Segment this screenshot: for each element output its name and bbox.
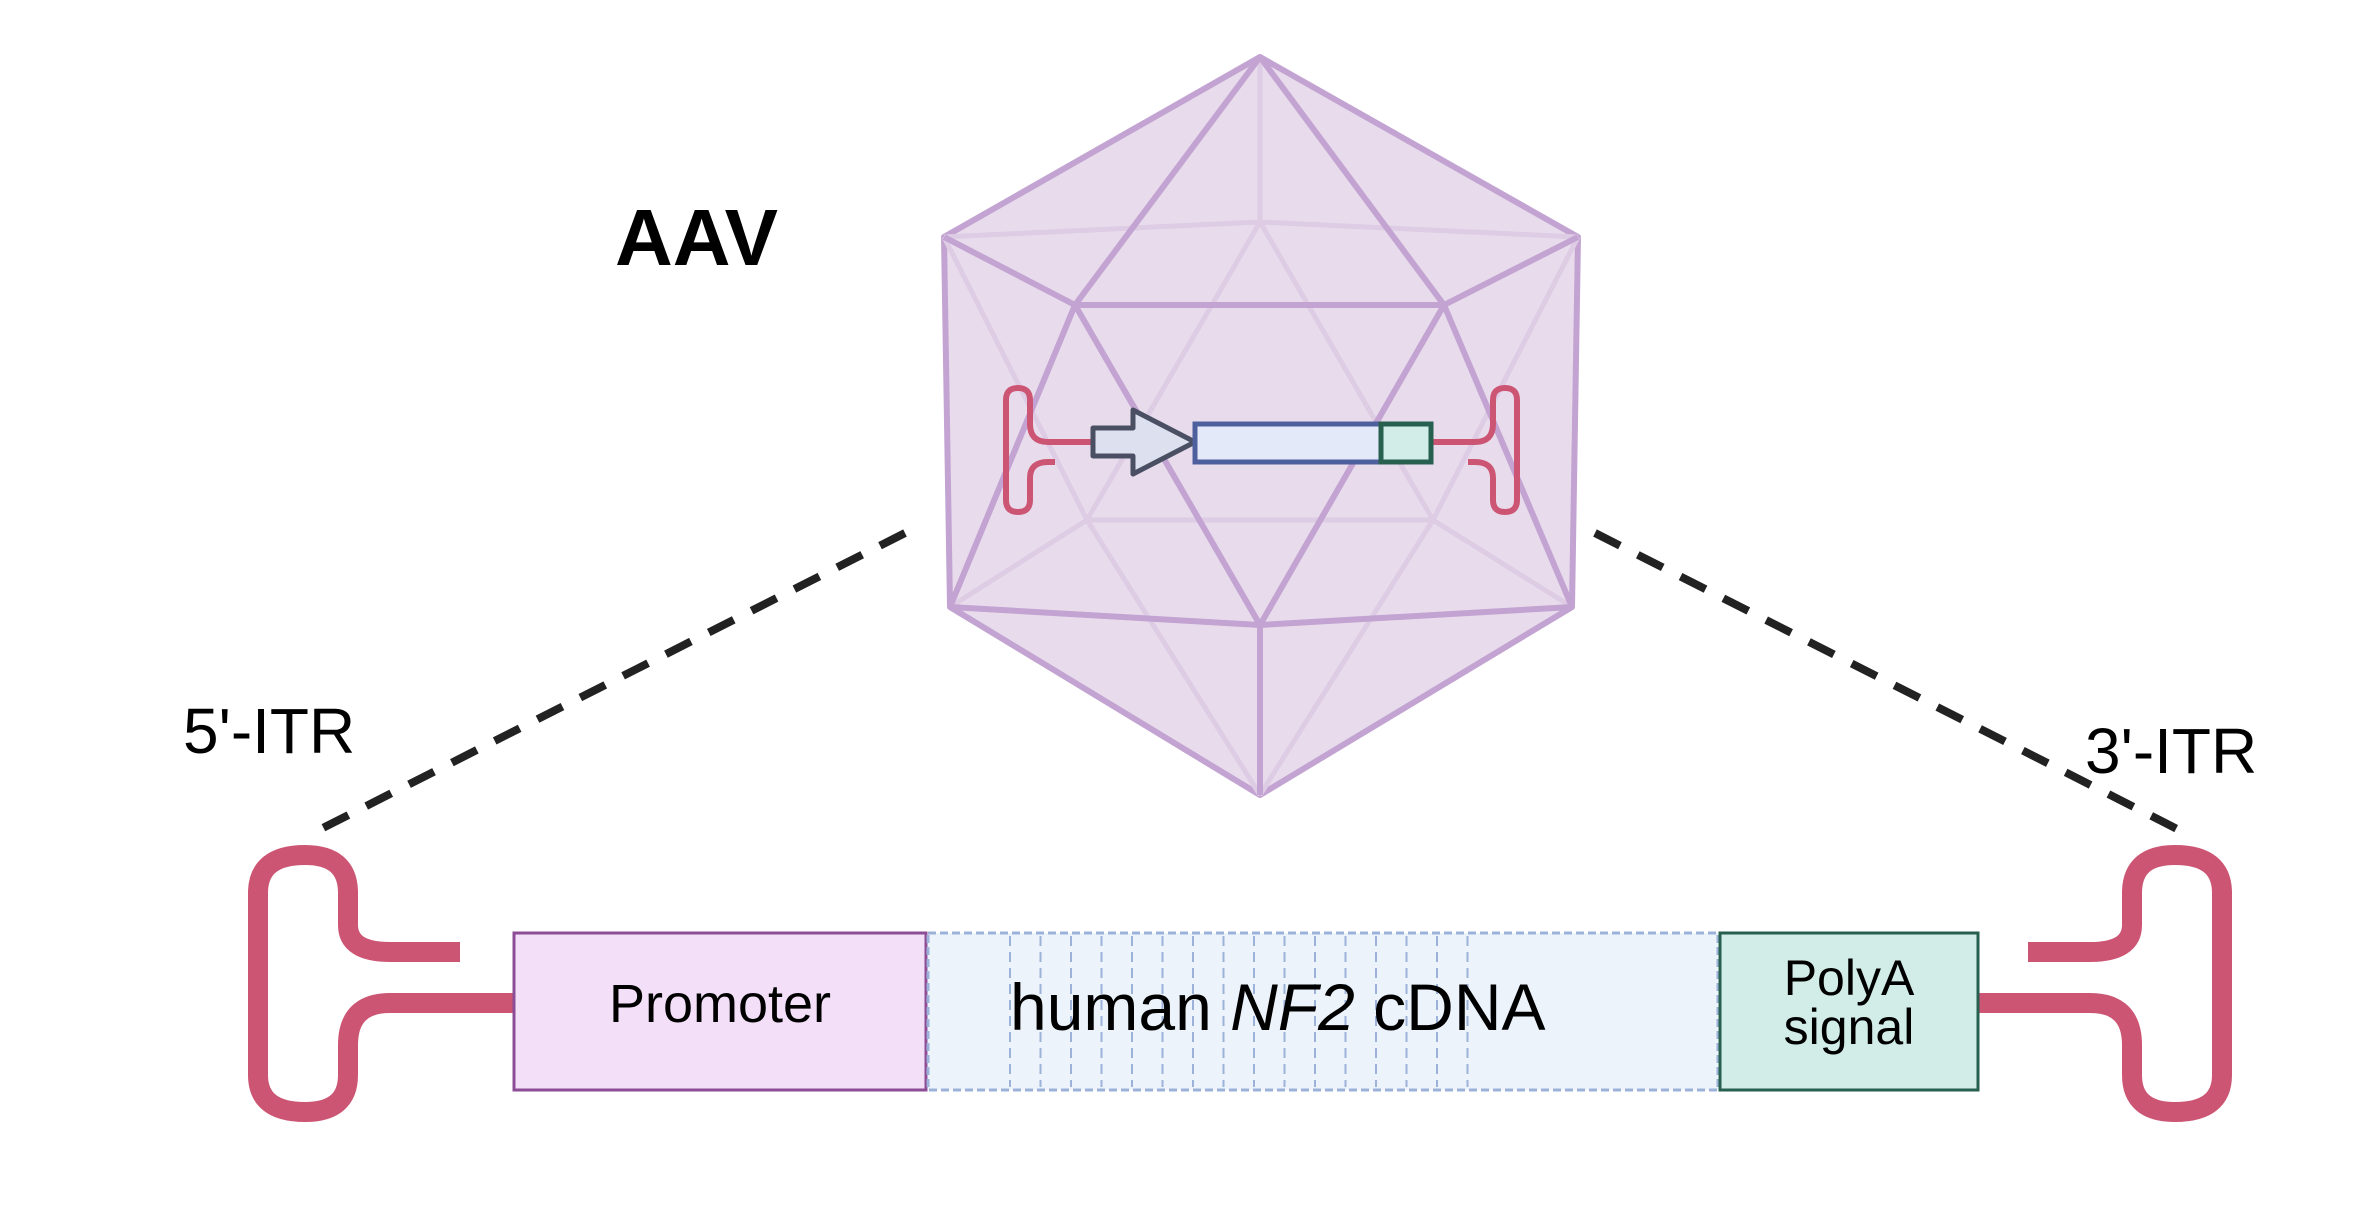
polya-label-line2: signal xyxy=(1784,999,1915,1055)
polya-block: PolyA signal xyxy=(1718,931,1980,1092)
promoter-label: Promoter xyxy=(609,974,831,1034)
mini-genome xyxy=(1003,384,1520,516)
mini-itr-left-icon xyxy=(1003,384,1095,516)
mini-polya-block xyxy=(1378,421,1434,465)
dashed-callout-right xyxy=(1593,529,2187,837)
promoter-block: Promoter xyxy=(512,931,928,1092)
exon-boundary-lines xyxy=(1009,936,1469,1087)
cdna-gene-name: NF2 xyxy=(1230,970,1355,1044)
cdna-label: human NF2 cDNA xyxy=(1010,970,1546,1044)
mini-gene-block xyxy=(1192,421,1384,465)
label-3-itr: 3'-ITR xyxy=(2085,715,2257,787)
dashed-callout-left xyxy=(311,529,907,837)
itr-3-hairpin-icon xyxy=(1978,844,2232,1123)
cdna-suffix: cDNA xyxy=(1355,970,1546,1044)
capsid-back-edges xyxy=(941,57,1581,797)
capsid-front-edges xyxy=(942,54,1580,795)
label-5-itr: 5'-ITR xyxy=(183,695,355,767)
aav-title: AAV xyxy=(615,193,778,282)
polya-label-line1: PolyA xyxy=(1784,950,1915,1006)
itr-5-hairpin-icon xyxy=(248,844,514,1123)
cdna-block: human NF2 cDNA xyxy=(926,931,1720,1092)
cdna-prefix: human xyxy=(1010,970,1230,1044)
mini-itr-right-icon xyxy=(1430,384,1520,516)
mini-promoter-arrow-icon xyxy=(1090,407,1198,477)
